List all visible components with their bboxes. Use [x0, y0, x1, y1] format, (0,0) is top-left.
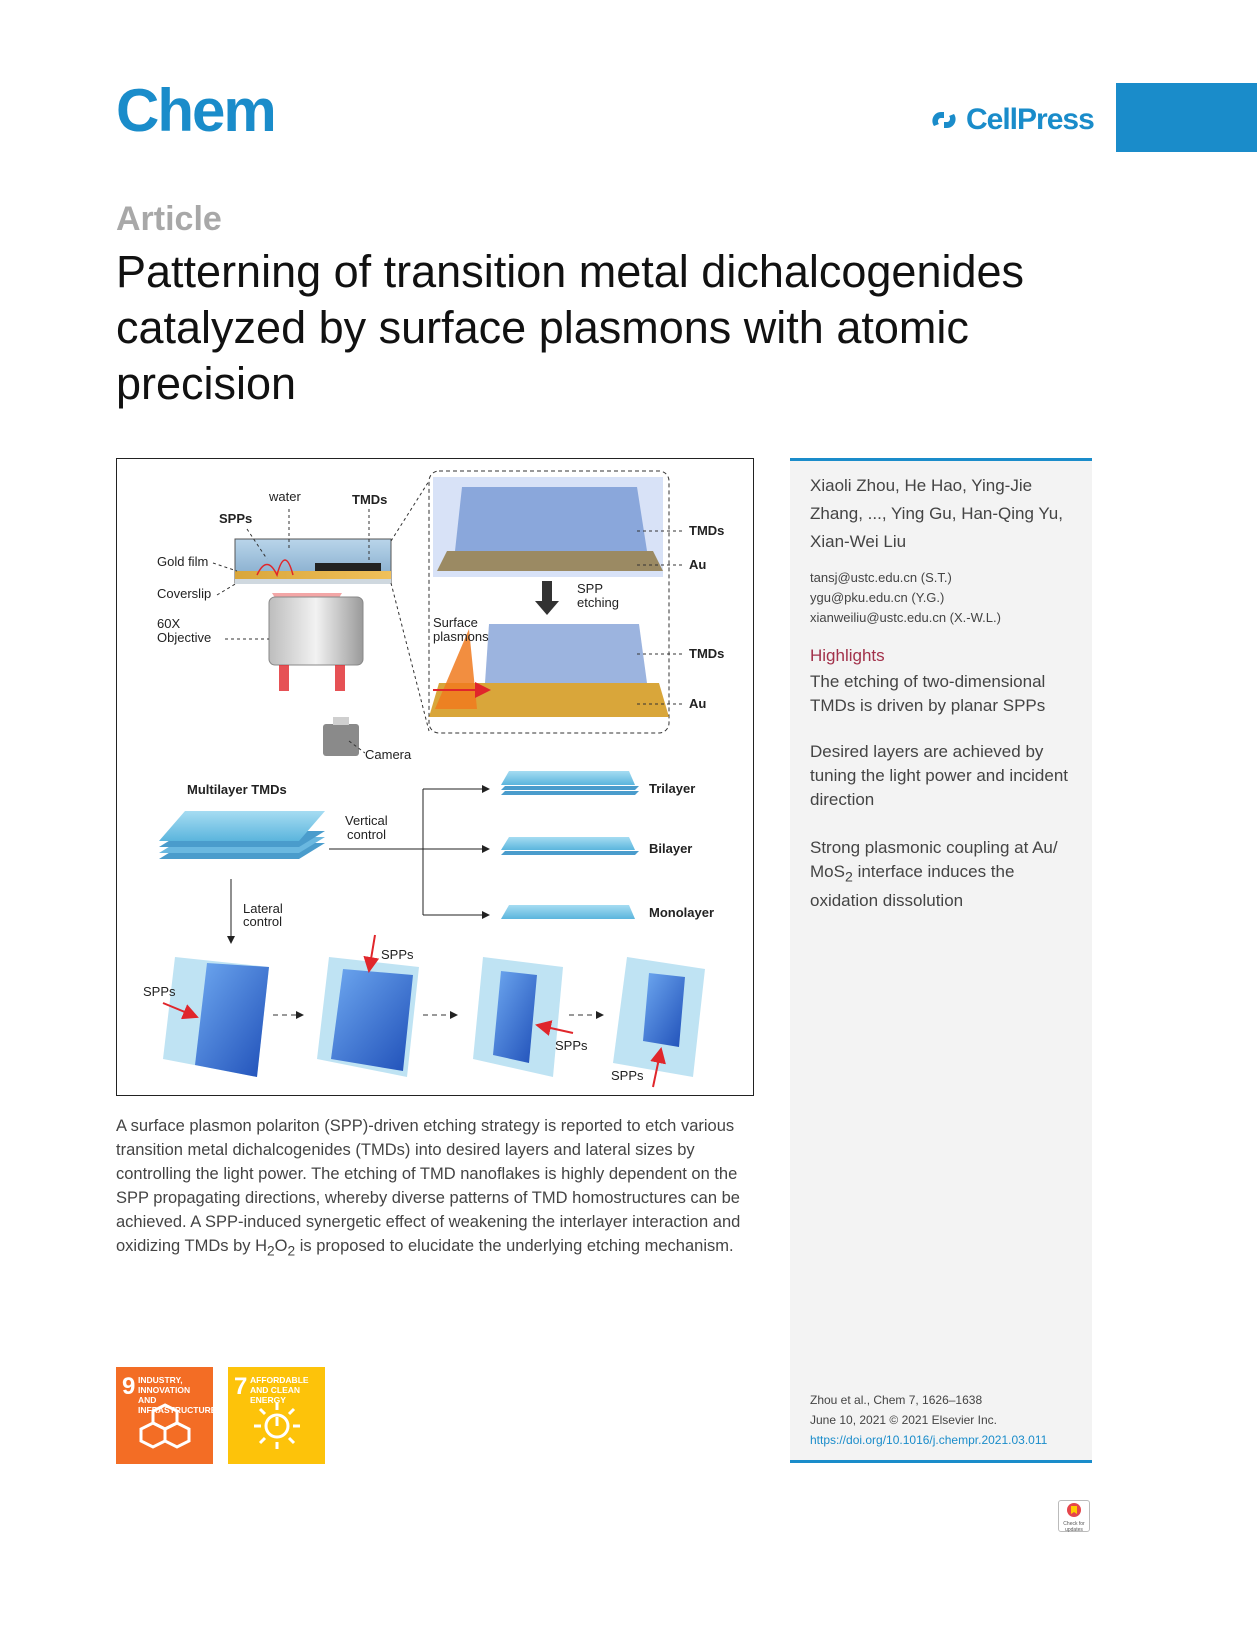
summary-sub: 2 — [267, 1243, 275, 1259]
label-au-2: Au — [689, 696, 706, 711]
bookmark-icon — [1067, 1503, 1081, 1517]
journal-logo: Chem — [116, 77, 277, 144]
highlight-part: Strong plasmonic coupling at Au/ MoS — [810, 838, 1058, 881]
label-objective-1: 60X — [157, 616, 180, 631]
leader-lines — [212, 480, 430, 754]
sdg-label: AFFORDABLE AND CLEAN ENERGY — [250, 1375, 309, 1405]
lateral-flakes — [163, 957, 705, 1077]
summary-sub: 2 — [287, 1243, 296, 1259]
multilayer-stack — [159, 811, 325, 859]
label-coverslip: Coverslip — [157, 586, 211, 601]
label-tmds-1: TMDs — [689, 523, 724, 538]
power-sun-icon — [254, 1403, 300, 1449]
inset-leaders — [637, 530, 685, 705]
layer-samples — [501, 771, 639, 919]
summary-part: A surface plasmon polariton (SPP)-driven… — [116, 1117, 741, 1255]
summary-part: O — [274, 1237, 288, 1255]
publisher-name: CellPress — [966, 103, 1095, 136]
label-monolayer: Monolayer — [649, 905, 714, 920]
label-bilayer: Bilayer — [649, 841, 692, 856]
label-camera: Camera — [365, 747, 412, 762]
citation-block: Zhou et al., Chem 7, 1626–1638 June 10, … — [810, 1390, 1047, 1450]
label-lateral-2: control — [243, 914, 282, 929]
highlight-sub: 2 — [844, 869, 853, 886]
label-lateral-1: Lateral — [243, 901, 283, 916]
article-type: Article — [116, 200, 222, 238]
label-spps-a: SPPs — [143, 984, 176, 999]
email-link[interactable]: xianweiliu@ustc.edu.cn (X.-W.L.) — [810, 610, 1001, 625]
label-water: water — [268, 489, 301, 504]
corner-tab — [1116, 83, 1257, 152]
label-spps-c: SPPs — [555, 1038, 588, 1053]
summary-part: is proposed to elucidate the underlying … — [295, 1237, 734, 1255]
doi-link[interactable]: https://doi.org/10.1016/j.chempr.2021.03… — [810, 1433, 1048, 1447]
label-au-1: Au — [689, 557, 706, 572]
summary-text: A surface plasmon polariton (SPP)-driven… — [116, 1114, 756, 1263]
label-vertical-2: control — [347, 827, 386, 842]
article-title: Patterning of transition metal dichalcog… — [116, 246, 1025, 409]
highlight-part: interface induces the oxidation dissolut… — [810, 862, 1015, 911]
inset-structures — [429, 477, 669, 717]
author-list: Xiaoli Zhou, He Hao, Ying-Jie Zhang, ...… — [810, 476, 1063, 551]
label-vertical-1: Vertical — [345, 813, 388, 828]
citation-date: June 10, 2021 © 2021 Elsevier Inc. — [810, 1413, 997, 1427]
sidebar-panel — [790, 458, 1092, 1463]
label-etching: etching — [577, 595, 619, 610]
email-link[interactable]: tansj@ustc.edu.cn (S.T.) — [810, 570, 952, 585]
sdg-number: 7 — [234, 1373, 248, 1400]
label-surface: Surface — [433, 615, 478, 630]
label-objective-2: Objective — [157, 630, 211, 645]
label-multilayer: Multilayer TMDs — [187, 782, 287, 797]
highlights-heading: Highlights — [810, 646, 885, 665]
check-updates-label: Check for updates — [1063, 1521, 1085, 1533]
contact-emails: tansj@ustc.edu.cn (S.T.) ygu@pku.edu.cn … — [810, 568, 1001, 628]
label-spps-d: SPPs — [611, 1068, 644, 1083]
label-trilayer: Trilayer — [649, 781, 695, 796]
branch-arrows — [227, 785, 490, 944]
label-tmds-top: TMDs — [352, 492, 387, 507]
label-spp: SPP — [577, 581, 603, 596]
label-spps-top: SPPs — [219, 511, 252, 526]
email-link[interactable]: ygu@pku.edu.cn (Y.G.) — [810, 590, 945, 605]
sdg-number: 9 — [122, 1373, 136, 1400]
cubes-icon — [139, 1403, 191, 1449]
highlight-item: Strong plasmonic coupling at Au/ MoS2 in… — [810, 836, 1075, 913]
cellpress-icon — [932, 112, 956, 128]
graphical-abstract-svg: water TMDs SPPs Gold film Coverslip 60X … — [143, 470, 724, 1088]
inset-box — [428, 470, 670, 734]
label-plasmons: plasmons — [433, 629, 489, 644]
label-tmds-2: TMDs — [689, 646, 724, 661]
setup-illustration — [234, 538, 392, 756]
sdg-9-badge: 9 INDUSTRY, INNOVATION AND INFRASTRUCTUR… — [116, 1367, 216, 1464]
check-for-updates-button[interactable]: Check for updates — [1058, 1500, 1090, 1533]
publisher-logo: CellPress — [928, 100, 1095, 140]
citation-line: Zhou et al., Chem 7, 1626–1638 — [810, 1393, 983, 1407]
label-gold-film: Gold film — [157, 554, 208, 569]
spp-arrows — [162, 934, 666, 1088]
highlight-item: Desired layers are achieved by tuning th… — [810, 742, 1069, 809]
sdg-7-badge: 7 AFFORDABLE AND CLEAN ENERGY — [228, 1367, 325, 1464]
highlight-item: The etching of two-dimensional TMDs is d… — [810, 672, 1046, 715]
label-spps-b: SPPs — [381, 947, 414, 962]
graphical-abstract: water TMDs SPPs Gold film Coverslip 60X … — [116, 458, 754, 1096]
